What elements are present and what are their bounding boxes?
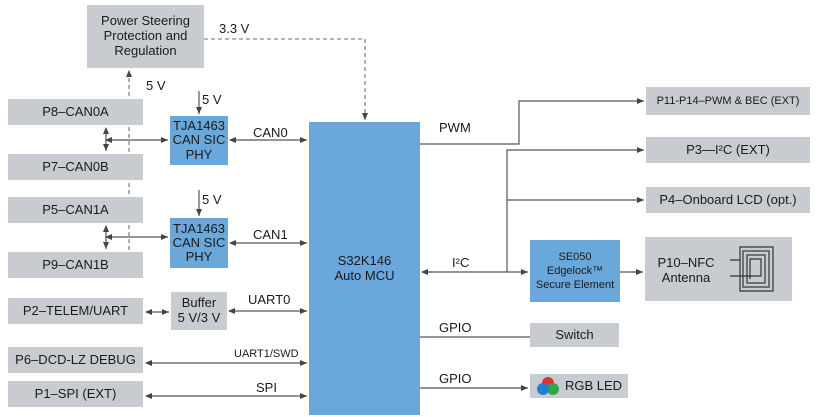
uart1-swd-label: UART1/SWD [234,348,299,360]
mcu-line2: Auto MCU [334,267,395,283]
secure-element-line2: Edgelock™ [546,264,604,277]
connector-p3-i2c: P3—I²C (EXT) [646,137,810,163]
spi-label: SPI [256,380,277,395]
can1-label: CAN1 [253,227,288,242]
gpio-switch-label: GPIO [439,320,472,335]
switch-block: Switch [530,323,619,347]
phy0-line1: TJA1463 [172,118,226,134]
mcu-line1: S32K146 [337,252,392,268]
power-regulator-line1: Power Steering [101,13,190,29]
mcu-block: S32K146 Auto MCU [309,122,420,415]
connector-p7-can0b: P7–CAN0B [8,154,143,180]
connector-p4-lcd: P4–Onboard LCD (opt.) [646,187,810,213]
secure-element-line1: SE050 [558,250,592,263]
connector-p11-p14-pwm: P11-P14–PWM & BEC (EXT) [646,87,810,115]
secure-element-block: SE050 Edgelock™ Secure Element [530,240,620,302]
nfc-antenna-icon [730,246,774,292]
connector-p2-telem-uart: P2–TELEM/UART [8,298,143,324]
uart0-label: UART0 [248,292,291,307]
phy1-line2: CAN SIC [172,234,226,250]
rgb-led-icon [537,377,559,395]
connector-p1-spi: P1–SPI (EXT) [8,381,143,407]
phy0-line3: PHY [185,146,213,162]
phy1-line1: TJA1463 [172,220,226,236]
power-3v3-label: 3.3 V [219,21,250,36]
connector-p6-debug: P6–DCD-LZ DEBUG [8,347,143,373]
nfc-line1: P10–NFC [657,255,715,270]
phy1-supply-label: 5 V [202,192,222,207]
pwm-label: PWM [439,120,471,135]
buffer-block: Buffer 5 V/3 V [171,292,227,330]
power-5v-label: 5 V [146,78,166,93]
i2c-label: I²C [452,255,470,270]
gpio-led-label: GPIO [439,371,472,386]
power-regulator-line3: Regulation [114,42,177,58]
nfc-line2: Antenna [661,269,711,285]
can-phy-1: TJA1463 CAN SIC PHY [170,218,228,268]
phy1-line3: PHY [185,249,213,265]
secure-element-line3: Secure Element [535,279,615,292]
connector-p8-can0a: P8–CAN0A [8,99,143,125]
phy0-supply-label: 5 V [202,92,222,107]
power-regulator-block: Power Steering Protection and Regulation [87,5,204,68]
phy0-line2: CAN SIC [172,132,226,148]
i2c-trunk-wire [506,147,644,272]
rgb-led-block: RGB LED [530,374,628,398]
buffer-line1: Buffer [181,295,217,311]
pwm-wire [420,98,644,145]
can-phy-0: TJA1463 CAN SIC PHY [170,116,228,165]
power-regulator-line2: Protection and [103,28,188,44]
rgb-led-label: RGB LED [565,377,623,393]
power-3v3-wire [204,38,368,120]
can0-label: CAN0 [253,125,288,140]
connector-p9-can1b: P9–CAN1B [8,252,143,278]
connector-p10-nfc [645,237,792,301]
nfc-label: P10–NFC Antenna [648,255,724,286]
connector-p5-can1a: P5–CAN1A [8,197,143,223]
buffer-line2: 5 V/3 V [177,310,221,325]
